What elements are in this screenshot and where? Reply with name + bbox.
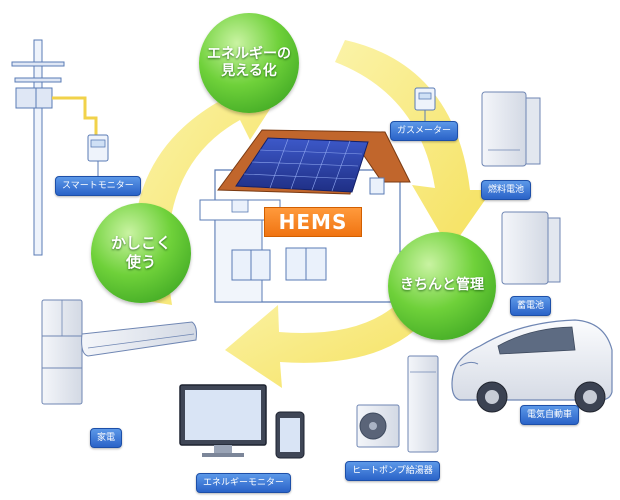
concept-smart-use-bubble: かしこく 使う [91,203,191,303]
home-appliances [41,299,197,405]
label-storage-battery: 蓄電池 [510,296,552,316]
heat-pump-water-heater [356,355,439,453]
label-energy-monitor: エネルギーモニター [196,473,292,493]
solar-panel [235,137,369,193]
label-appliances: 家電 [90,428,123,448]
label-heat-pump: ヒートポンプ給湯器 [345,461,440,481]
cycle-arrow-bottom [225,282,440,388]
concept-smart-use-text: かしこく 使う [110,234,171,271]
concept-visualize-text: エネルギーの 見える化 [207,45,291,80]
concept-manage-text: きちんと管理 [400,277,484,294]
label-smart-monitor: スマートモニター [55,176,141,196]
gas-meter [414,87,436,121]
hems-label: HEMS [264,207,362,237]
label-fuel-cell: 燃料電池 [481,180,532,200]
label-gas-meter: ガスメーター [390,121,459,141]
fuel-cell-unit [481,91,541,167]
energy-monitor-devices [179,384,305,459]
electric-vehicle [451,319,613,413]
concept-visualize-bubble: エネルギーの 見える化 [199,13,299,113]
cycle-arrow-top-right [335,40,492,250]
smart-meter [87,134,109,176]
label-electric-vehicle: 電気自動車 [520,405,580,425]
concept-manage-bubble: きちんと管理 [388,232,496,340]
storage-battery-unit [501,211,561,285]
utility-pole [11,39,98,256]
